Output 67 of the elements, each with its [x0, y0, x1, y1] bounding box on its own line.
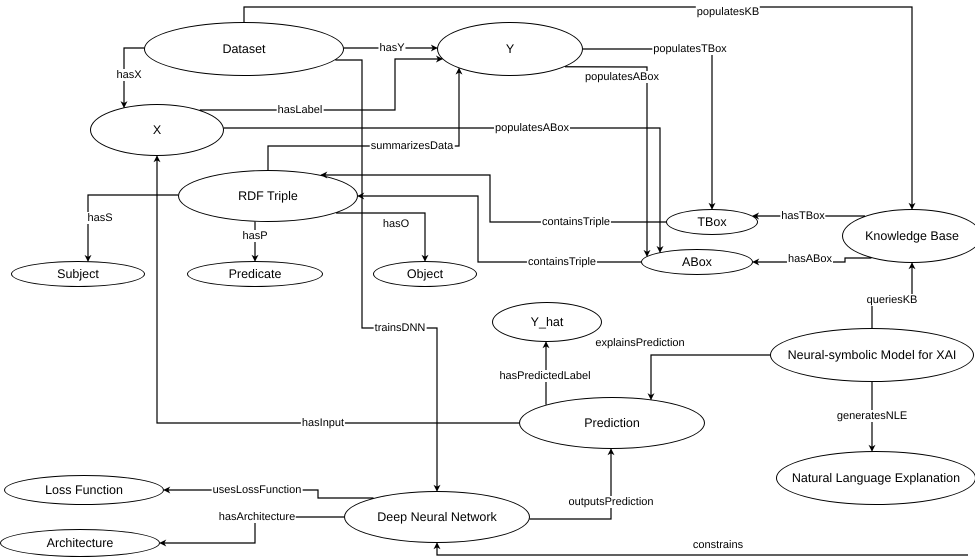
edge-label: hasP	[241, 230, 269, 242]
arrow	[565, 66, 650, 257]
node-label: Neural-symbolic Model for XAI	[788, 348, 956, 362]
ellipse-node	[666, 209, 758, 235]
ellipse-node	[0, 529, 160, 557]
ellipse-node	[90, 104, 224, 156]
node-label: Prediction	[584, 416, 640, 430]
ellipse-node	[4, 475, 164, 505]
node-label: Object	[406, 266, 444, 282]
edge-label: containsTriple	[526, 256, 598, 268]
node-label: Subject	[57, 266, 99, 282]
ellipse-node	[770, 328, 974, 382]
edge-label: explainsPrediction	[594, 337, 686, 349]
edge-label: usesLossFunction	[212, 484, 302, 496]
edge-label: hasABox	[786, 253, 834, 265]
edge-label: generatesNLE	[836, 410, 908, 422]
arrow	[434, 542, 968, 556]
edge-label: hasO	[382, 218, 410, 230]
edge-label: outputsPrediction	[568, 496, 654, 508]
edge-label: constrains	[692, 539, 744, 551]
node-label: Dataset	[222, 42, 266, 56]
arrow	[154, 155, 519, 424]
ellipse-node	[842, 209, 975, 263]
arrow	[530, 448, 614, 520]
node-label: Predicate	[228, 266, 282, 282]
arrow	[335, 59, 440, 492]
ellipse-node	[373, 261, 477, 287]
edge-label: hasInput	[300, 417, 346, 429]
edge-label: hasPredictedLabel	[498, 370, 592, 382]
edge-label: containsTriple	[540, 216, 612, 228]
edge-label: summarizesData	[370, 140, 454, 152]
node-label: Knowledge Base	[865, 228, 959, 244]
edge-label: populatesABox	[584, 71, 660, 83]
ellipse-node	[187, 261, 323, 287]
arrow	[243, 6, 916, 210]
node-label: Y_hat	[530, 314, 564, 330]
edge-label: populatesTBox	[652, 43, 728, 55]
ellipse-node	[641, 249, 753, 275]
arrow	[336, 212, 428, 262]
node-label: TBox	[697, 214, 727, 230]
node-label: X	[152, 122, 162, 138]
ellipse-node	[776, 451, 975, 505]
ellipse-node	[144, 22, 344, 76]
node-label: RDF Triple	[238, 188, 298, 204]
node-label: Deep Neural Network	[377, 510, 497, 524]
edge-label: hasArchitecture	[218, 511, 296, 523]
node-label: Architecture	[46, 536, 114, 550]
edge-label: populatesABox	[494, 122, 570, 134]
node-label: Y	[506, 42, 514, 56]
ellipse-node	[519, 397, 705, 449]
arrow	[84, 194, 178, 262]
ellipse-node	[437, 22, 583, 76]
edge-label: hasTBox	[780, 210, 826, 222]
edge-label: hasX	[115, 69, 143, 81]
edge-label: hasY	[378, 42, 406, 54]
ellipse-node	[178, 170, 358, 222]
edge-label: hasLabel	[276, 104, 324, 116]
node-label: Loss Function	[45, 482, 123, 498]
edge-label: populatesKB	[696, 6, 760, 18]
node-label: ABox	[682, 254, 712, 270]
edge-label: hasS	[86, 212, 114, 224]
ellipse-node	[11, 261, 145, 287]
node-label: Natural Language Explanation	[792, 470, 960, 486]
arrow	[648, 354, 770, 400]
edge-label: trainsDNN	[374, 322, 426, 334]
ellipse-node	[344, 491, 530, 543]
edge-label: queriesKB	[866, 294, 918, 306]
